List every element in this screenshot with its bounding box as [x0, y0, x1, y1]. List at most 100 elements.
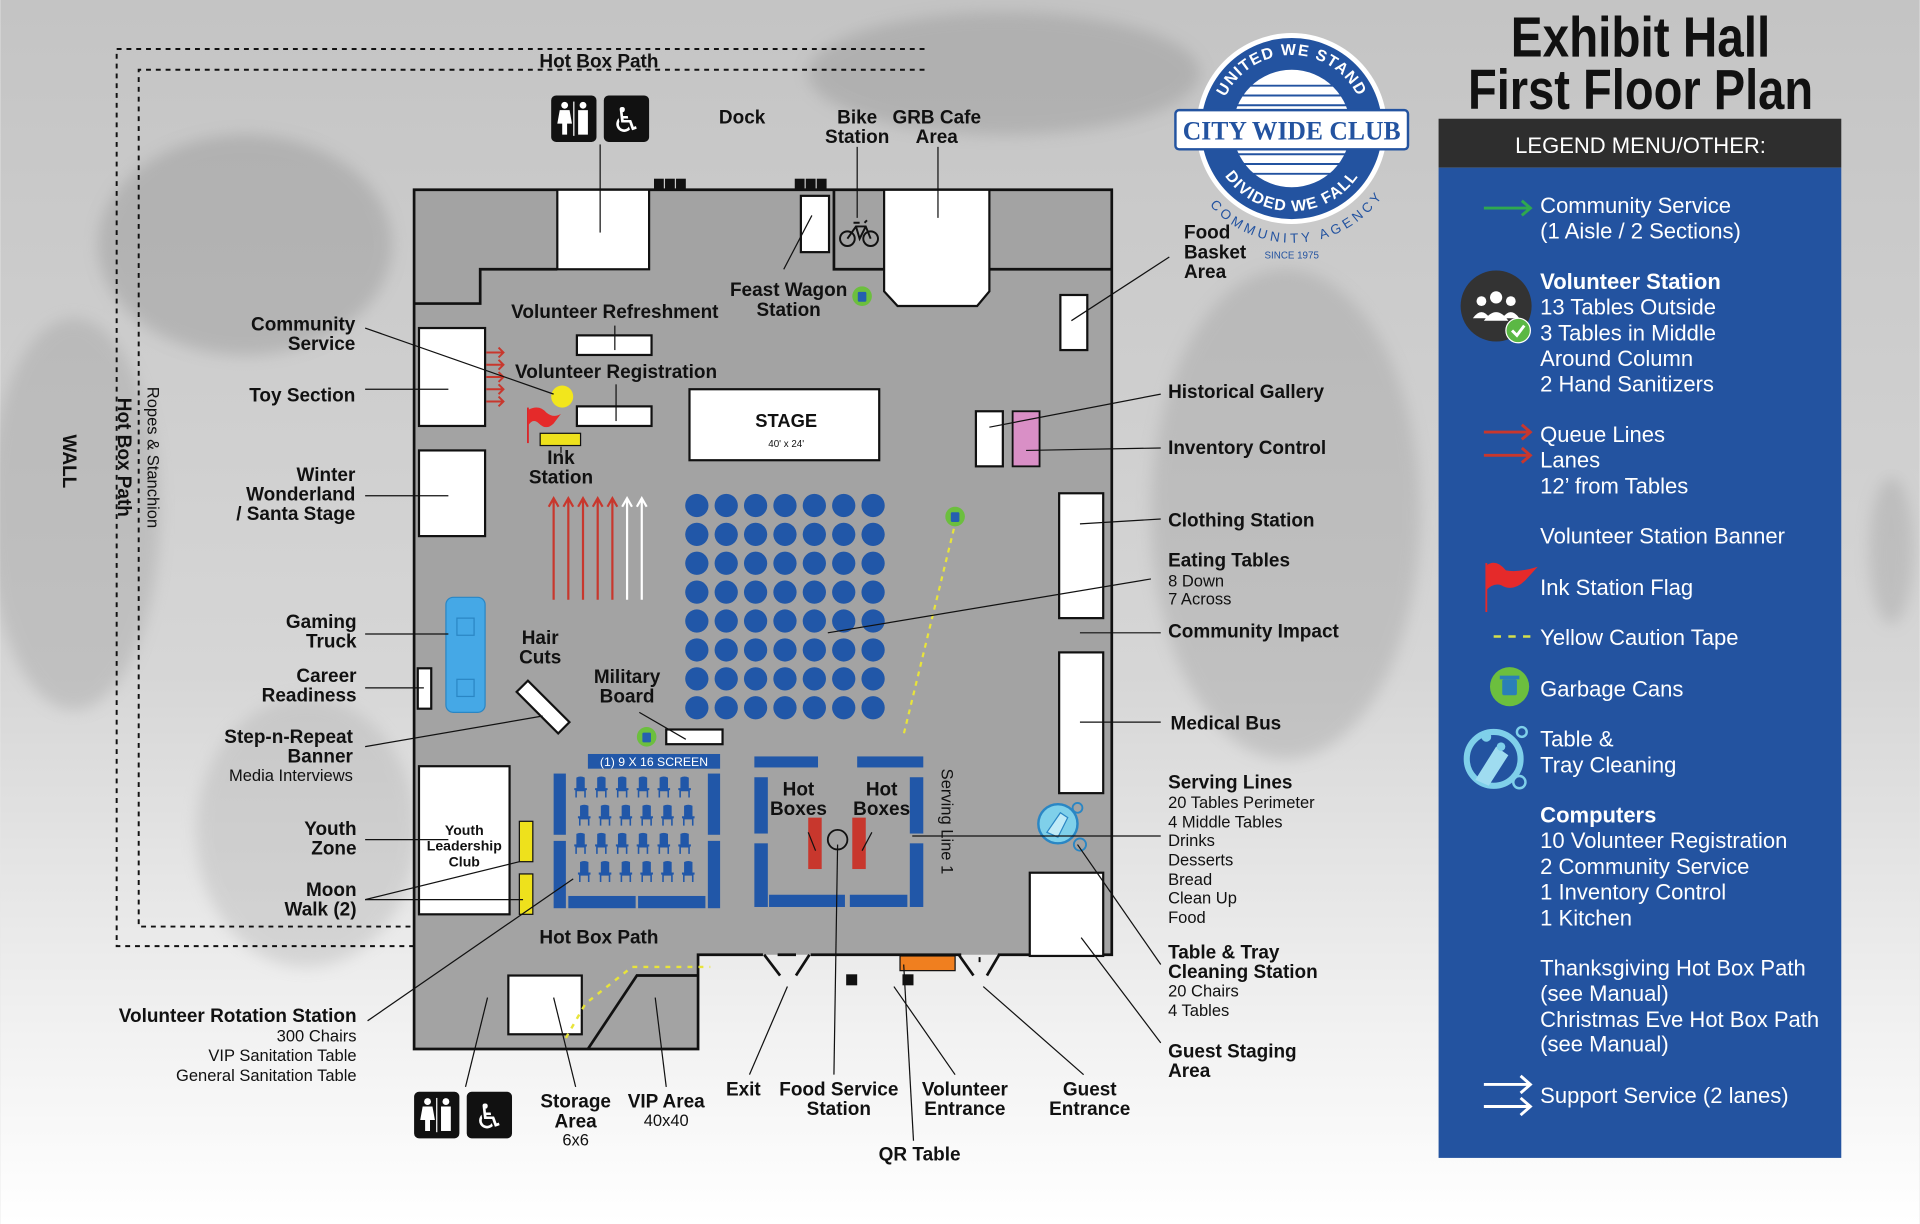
ink-station-label-1: Ink	[547, 448, 575, 469]
rotation-station-tables	[553, 773, 721, 909]
youth-club-label-line3: Club	[449, 854, 481, 870]
eating-table	[773, 667, 797, 691]
career-label-2: Readiness	[262, 685, 357, 706]
storage-label-2: Area	[555, 1111, 598, 1132]
eating-table	[861, 522, 885, 547]
military-board	[665, 728, 724, 746]
eating-table	[743, 493, 768, 518]
eating-table	[714, 580, 738, 604]
serving-sub-3: Drinks	[1168, 831, 1215, 850]
queue-lane-arrow	[547, 495, 560, 600]
title-line1: Exhibit Hall	[1511, 5, 1770, 68]
winter-label-2: Wonderland	[246, 485, 355, 506]
legend-computers-title: Computers	[1540, 803, 1656, 828]
eating-table	[802, 580, 826, 604]
legend-computers-1: 10 Volunteer Registration	[1540, 828, 1787, 853]
eating-table	[743, 522, 768, 547]
red-arrows-icon	[1483, 423, 1533, 464]
stage-size: 40' x 24'	[768, 439, 804, 450]
dock-doors	[654, 178, 827, 189]
interior-walls	[414, 189, 1112, 1050]
moon-walk	[518, 820, 534, 863]
gaming-truck-label-2: Truck	[306, 631, 357, 652]
legend-banner: Volunteer Station Banner	[1540, 523, 1785, 548]
rotation-sub-2: VIP Sanitation Table	[208, 1046, 356, 1065]
community-service-queue-arrows	[486, 346, 505, 408]
garbage-can-icon	[1489, 667, 1530, 707]
cleaning-station-label-2: Cleaning Station	[1168, 962, 1318, 983]
hot-box-path-lines	[115, 47, 981, 967]
eating-table	[685, 493, 709, 518]
hand-washing-icon	[1463, 725, 1528, 790]
logo-since: SINCE 1975	[1265, 250, 1320, 261]
eating-table	[743, 551, 768, 575]
eating-table	[773, 522, 797, 547]
eating-table	[685, 551, 709, 575]
legend-panel: LEGEND MENU/OTHER: Community Service (1 …	[1438, 118, 1842, 1158]
logo-name: CITY WIDE CLUB	[1183, 116, 1401, 146]
guest-entrance-label-2: Entrance	[1049, 1099, 1130, 1120]
legend-caution: Yellow Caution Tape	[1540, 625, 1738, 650]
youth-club-label-line1: Youth	[445, 822, 484, 838]
hair-cuts-label-2: Cuts	[519, 647, 561, 668]
legend-volunteer-4: 2 Hand Sanitizers	[1540, 372, 1714, 397]
storage-area	[507, 974, 583, 1036]
queue-lane-arrows	[547, 495, 648, 600]
military-board-label-2: Board	[600, 687, 655, 708]
queue-lane-arrow	[577, 495, 589, 600]
hot-box	[852, 817, 866, 870]
legend-computers-2: 2 Community Service	[1540, 854, 1749, 879]
eating-table	[802, 696, 826, 720]
serving-sub-6: Clean Up	[1168, 888, 1237, 907]
vip-size: 40x40	[644, 1111, 689, 1130]
vip-label: VIP Area	[628, 1092, 705, 1113]
eating-table	[802, 667, 826, 691]
garbage-can-icon	[636, 727, 657, 747]
legend-queue-2: Lanes	[1540, 448, 1600, 473]
legend-volunteer-2: 3 Tables in Middle	[1540, 320, 1716, 345]
check-icon	[1505, 317, 1531, 344]
clothing-station-label: Clothing Station	[1168, 510, 1314, 531]
eating-table	[714, 493, 738, 518]
queue-lane-arrow	[591, 495, 604, 600]
eating-table	[861, 638, 885, 662]
eating-table	[714, 551, 738, 575]
guest-entrance-label-1: Guest	[1063, 1079, 1117, 1100]
restroom-icon	[414, 1091, 460, 1139]
eating-table	[743, 609, 768, 633]
eating-table	[685, 609, 709, 633]
community-service-label-1: Community	[251, 314, 356, 335]
volunteer-entrance-label-2: Entrance	[924, 1099, 1005, 1120]
hot-box-path-bottom-label: Hot Box Path	[539, 928, 658, 949]
serving-line-label: Serving Line 1	[938, 769, 957, 875]
youth-zone-label-1: Youth	[304, 819, 356, 840]
cleaning-station-label-1: Table & Tray	[1168, 942, 1280, 963]
legend-cleaning-2: Tray Cleaning	[1540, 752, 1676, 777]
gaming-truck-label-1: Gaming	[286, 612, 357, 633]
doors	[763, 953, 1001, 986]
eating-table	[832, 580, 856, 604]
legend-volunteer-3: Around Column	[1540, 346, 1693, 371]
eating-table	[714, 696, 738, 720]
storage-label-1: Storage	[540, 1092, 611, 1113]
wheelchair-icon: ♿	[466, 1091, 513, 1139]
legend-support: Support Service (2 lanes)	[1540, 1083, 1788, 1108]
community-service-area	[417, 326, 487, 428]
legend-computers-3: 1 Inventory Control	[1540, 880, 1726, 905]
cleaning-sub-1: 20 Chairs	[1168, 981, 1239, 1000]
qr-table-label: QR Table	[879, 1144, 961, 1165]
guest-staging-label-1: Guest Staging	[1168, 1042, 1297, 1063]
serving-sub-5: Bread	[1168, 870, 1212, 889]
eating-table	[743, 580, 768, 604]
eating-table	[714, 609, 738, 633]
eating-table	[832, 667, 856, 691]
hot-boxes-label-left-1: Hot	[783, 780, 815, 801]
serving-lines-label: Serving Lines	[1168, 772, 1292, 793]
volunteer-registration-table	[575, 405, 653, 428]
eating-table	[685, 522, 709, 547]
storage-size: 6x6	[562, 1131, 589, 1150]
winter-label-3: / Santa Stage	[236, 504, 355, 525]
eating-table	[743, 638, 768, 662]
inventory-control-label: Inventory Control	[1168, 438, 1326, 459]
eating-table	[685, 580, 709, 604]
